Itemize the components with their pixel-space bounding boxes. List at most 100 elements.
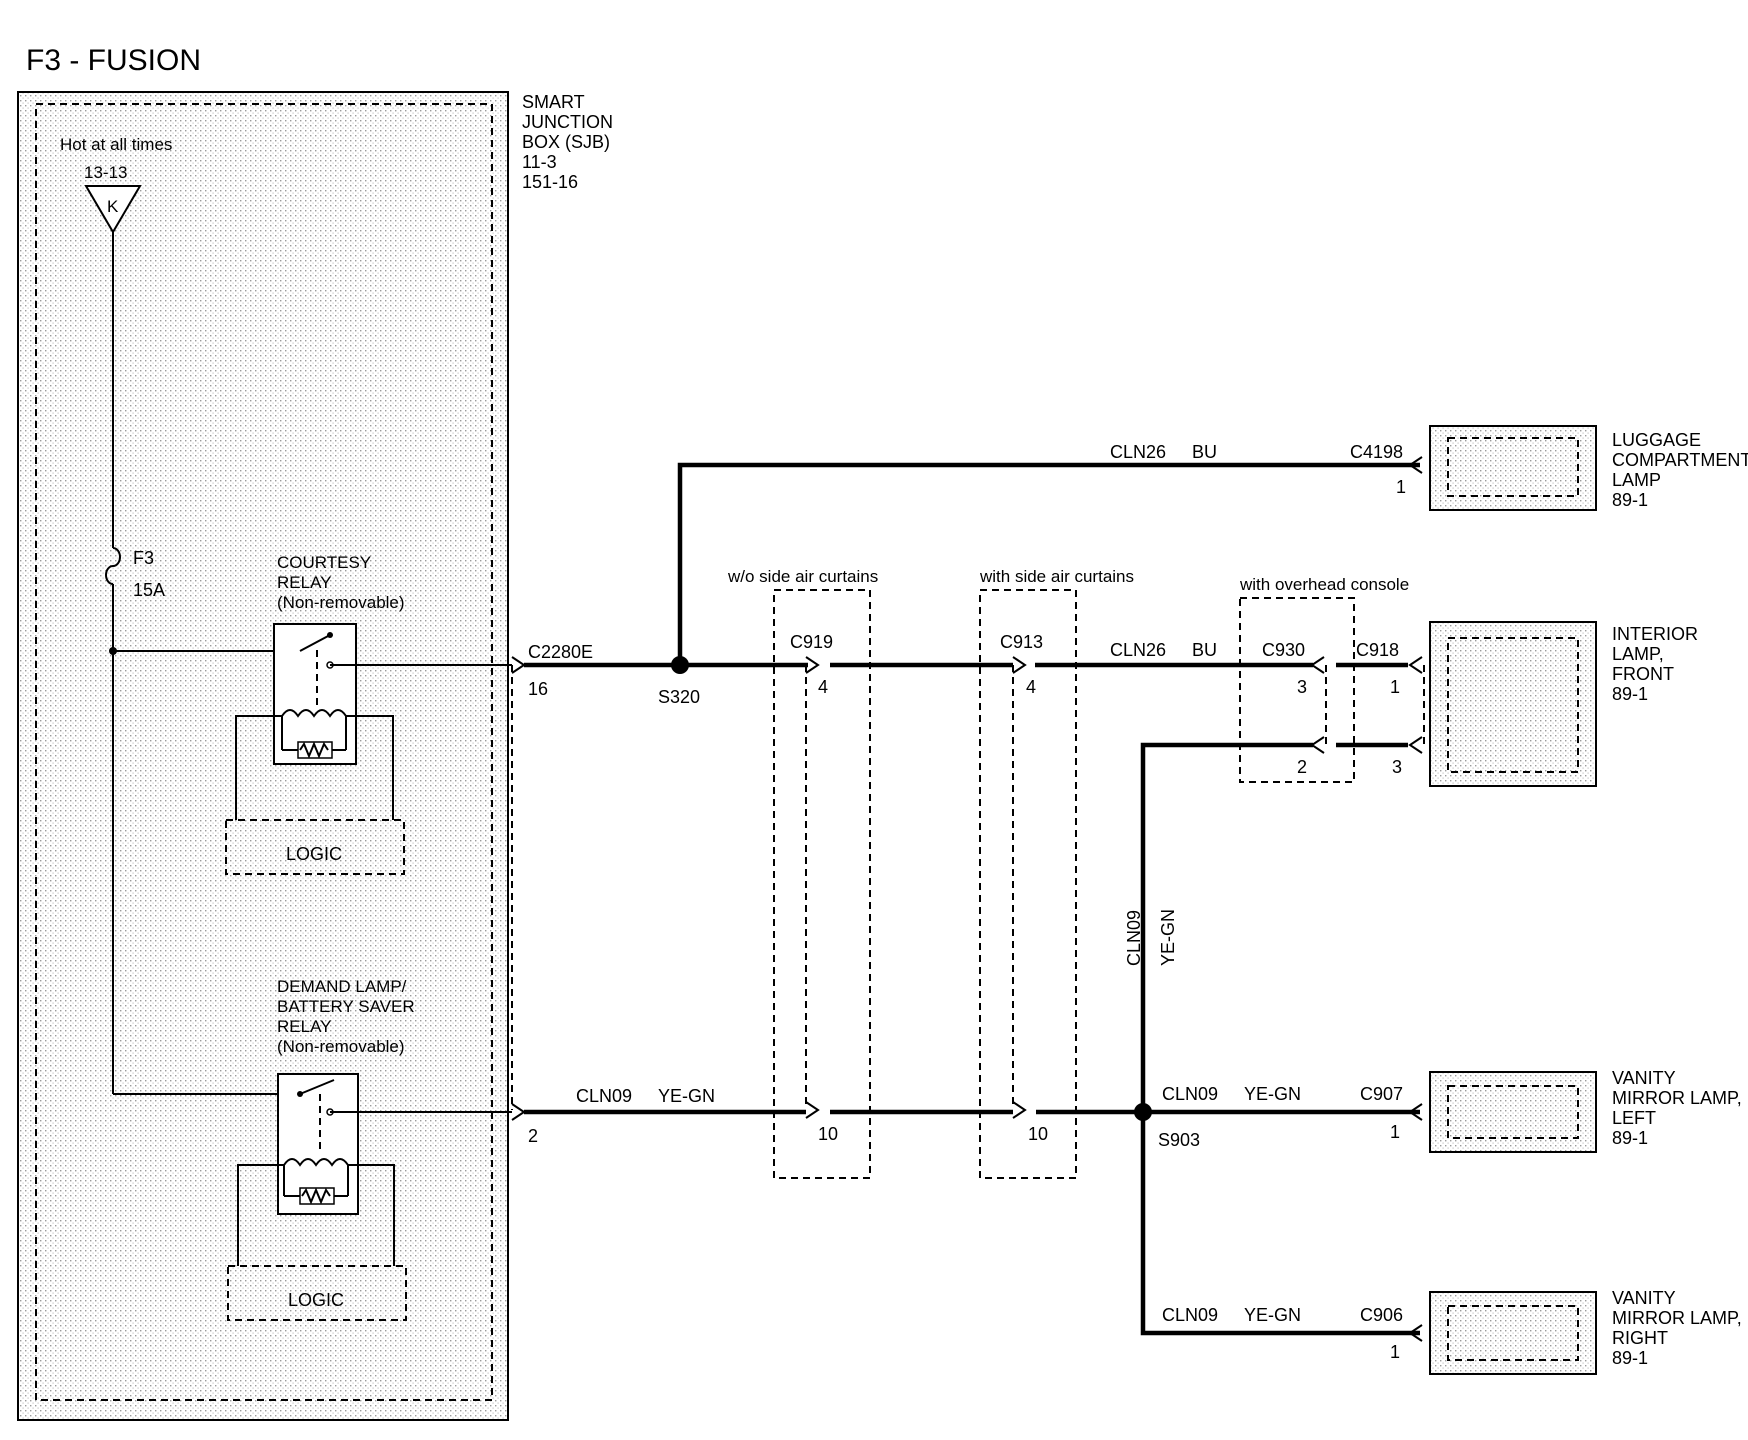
vanity-left-label-line3: LEFT (1612, 1108, 1656, 1128)
demand-relay-switch-icon (299, 1079, 335, 1095)
c919-label: C919 (790, 632, 833, 652)
vanity-right-label-line2: MIRROR LAMP, (1612, 1308, 1742, 1328)
c2280e-pin2-icon (511, 1103, 526, 1121)
c2280e-pin16-icon (511, 656, 526, 674)
c906-label: C906 (1360, 1305, 1403, 1325)
courtesy-relay-switch-icon (299, 634, 331, 652)
s903-label: S903 (1158, 1130, 1200, 1150)
option-with-side-air-curtains: with side air curtains C913 4 10 (979, 567, 1134, 1179)
courtesy-relay-label-line3: (Non-removable) (277, 593, 405, 612)
wire-cln26-mid-label: CLN26 (1110, 640, 1166, 660)
c930-pin-b: 2 (1297, 757, 1307, 777)
hot-at-all-times-label: Hot at all times (60, 135, 172, 154)
component-vanity-left: C907 1 VANITY MIRROR LAMP, LEFT 89-1 (1360, 1068, 1742, 1153)
courtesy-relay-coil-icon (281, 709, 347, 718)
sjb-label-line2: JUNCTION (522, 112, 613, 132)
power-feed: Hot at all times 13-13 K F3 15A (60, 135, 325, 1095)
wire-cln26-top-label: CLN26 (1110, 442, 1166, 462)
demand-lamp-relay: DEMAND LAMP/ BATTERY SAVER RELAY (Non-re… (227, 977, 415, 1321)
sjb-label-line3: BOX (SJB) (522, 132, 610, 152)
interior-label-line4: 89-1 (1612, 684, 1648, 704)
logic-1-label: LOGIC (286, 844, 342, 864)
wo-side-air-label: w/o side air curtains (727, 567, 878, 586)
fuse-icon (105, 547, 121, 585)
option-overhead-console: with overhead console C930 3 2 (1239, 575, 1409, 783)
logic-module-2 (227, 1265, 407, 1321)
c913-pin-top: 4 (1026, 677, 1036, 697)
interior-label-line2: LAMP, (1612, 644, 1664, 664)
wire-cln09-left-label: CLN09 (576, 1086, 632, 1106)
c907-pin: 1 (1390, 1122, 1400, 1142)
overhead-console-label: with overhead console (1239, 575, 1409, 594)
demand-relay-label-line1: DEMAND LAMP/ (277, 977, 407, 996)
c4198-label: C4198 (1350, 442, 1403, 462)
s320-label: S320 (658, 687, 700, 707)
hot-terminal-icon (84, 185, 142, 234)
c930-pin3-icon (1310, 656, 1325, 674)
c2280e-label: C2280E (528, 642, 593, 662)
c930-pin2-icon (1310, 736, 1325, 754)
c913-pin-bottom: 10 (1028, 1124, 1048, 1144)
demand-relay-label-line4: (Non-removable) (277, 1037, 405, 1056)
sjb-label-line5: 151-16 (522, 172, 578, 192)
c918-label: C918 (1356, 640, 1399, 660)
c4198-pin-icon (1408, 456, 1423, 474)
connector-c918: C918 1 3 (1336, 640, 1425, 777)
wire-yegn-vr-label: YE-GN (1244, 1305, 1301, 1325)
c907-label: C907 (1360, 1084, 1403, 1104)
vanity-right-label-line4: 89-1 (1612, 1348, 1648, 1368)
sjb-label-line4: 11-3 (522, 152, 557, 172)
fuse-name-label: F3 (133, 548, 154, 568)
luggage-label-line1: LUGGAGE (1612, 430, 1701, 450)
logic-2-label: LOGIC (288, 1290, 344, 1310)
luggage-label-line3: LAMP (1612, 470, 1661, 490)
component-vanity-right: C906 1 VANITY MIRROR LAMP, RIGHT 89-1 (1360, 1288, 1742, 1375)
c918-pin-b: 3 (1392, 757, 1402, 777)
c913-pin4-icon (1012, 656, 1027, 674)
fuse-rating-label: 15A (133, 580, 165, 600)
component-luggage-lamp: C4198 1 LUGGAGE COMPARTMENT LAMP 89-1 (1350, 425, 1748, 511)
hot-terminal-label: K (107, 197, 119, 216)
c919-pin4-icon (805, 656, 820, 674)
c919-pin10-icon (805, 1101, 820, 1119)
c913-pin10-icon (1012, 1101, 1027, 1119)
diagram-title: F3 - FUSION (26, 44, 201, 77)
sjb-label-line1: SMART (522, 92, 585, 112)
c913-label: C913 (1000, 632, 1043, 652)
c918-pin3-icon (1408, 736, 1423, 754)
wire-cln09-vertical-label: CLN09 (1124, 910, 1144, 966)
c919-pin-bottom: 10 (818, 1124, 838, 1144)
courtesy-relay-resistor-icon (299, 741, 329, 759)
wire-yegn-vertical-label: YE-GN (1158, 909, 1178, 966)
vanity-left-label-line1: VANITY (1612, 1068, 1676, 1088)
component-interior-lamp: INTERIOR LAMP, FRONT 89-1 (1429, 621, 1698, 787)
wire-bu-top-label: BU (1192, 442, 1217, 462)
c918-pin-a: 1 (1390, 677, 1400, 697)
demand-relay-label-line3: RELAY (277, 1017, 332, 1036)
courtesy-relay: COURTESY RELAY (Non-removable) LOGIC (225, 553, 405, 875)
wire-cln26-main: S320 CLN26 BU CLN26 BU (524, 442, 1420, 707)
c2280e-pin-bottom: 2 (528, 1126, 538, 1146)
luggage-label-line2: COMPARTMENT (1612, 450, 1748, 470)
vanity-left-label-line2: MIRROR LAMP, (1612, 1088, 1742, 1108)
vanity-right-label-line3: RIGHT (1612, 1328, 1668, 1348)
logic-module-1 (225, 819, 405, 875)
option-wo-side-air-curtains: w/o side air curtains C919 4 10 (727, 567, 878, 1179)
c906-pin-icon (1408, 1324, 1423, 1342)
demand-relay-label-line2: BATTERY SAVER (277, 997, 415, 1016)
vanity-right-label-line1: VANITY (1612, 1288, 1676, 1308)
c2280e-pin-top: 16 (528, 679, 548, 699)
smart-junction-box: SMART JUNCTION BOX (SJB) 11-3 151-16 (17, 91, 613, 1421)
hot-ref-label: 13-13 (84, 163, 127, 182)
c918-pin1-icon (1408, 656, 1423, 674)
with-side-air-label: with side air curtains (979, 567, 1134, 586)
courtesy-relay-label-line1: COURTESY (277, 553, 371, 572)
wire-cln09-vl-label: CLN09 (1162, 1084, 1218, 1104)
demand-relay-coil-icon (283, 1158, 349, 1167)
wire-yegn-vl-label: YE-GN (1244, 1084, 1301, 1104)
vanity-left-label-line4: 89-1 (1612, 1128, 1648, 1148)
c4198-pin: 1 (1396, 477, 1406, 497)
interior-label-line3: FRONT (1612, 664, 1674, 684)
wire-cln09: CLN09 YE-GN S903 CLN09 YE-GN CLN09 YE-GN… (524, 742, 1420, 1336)
